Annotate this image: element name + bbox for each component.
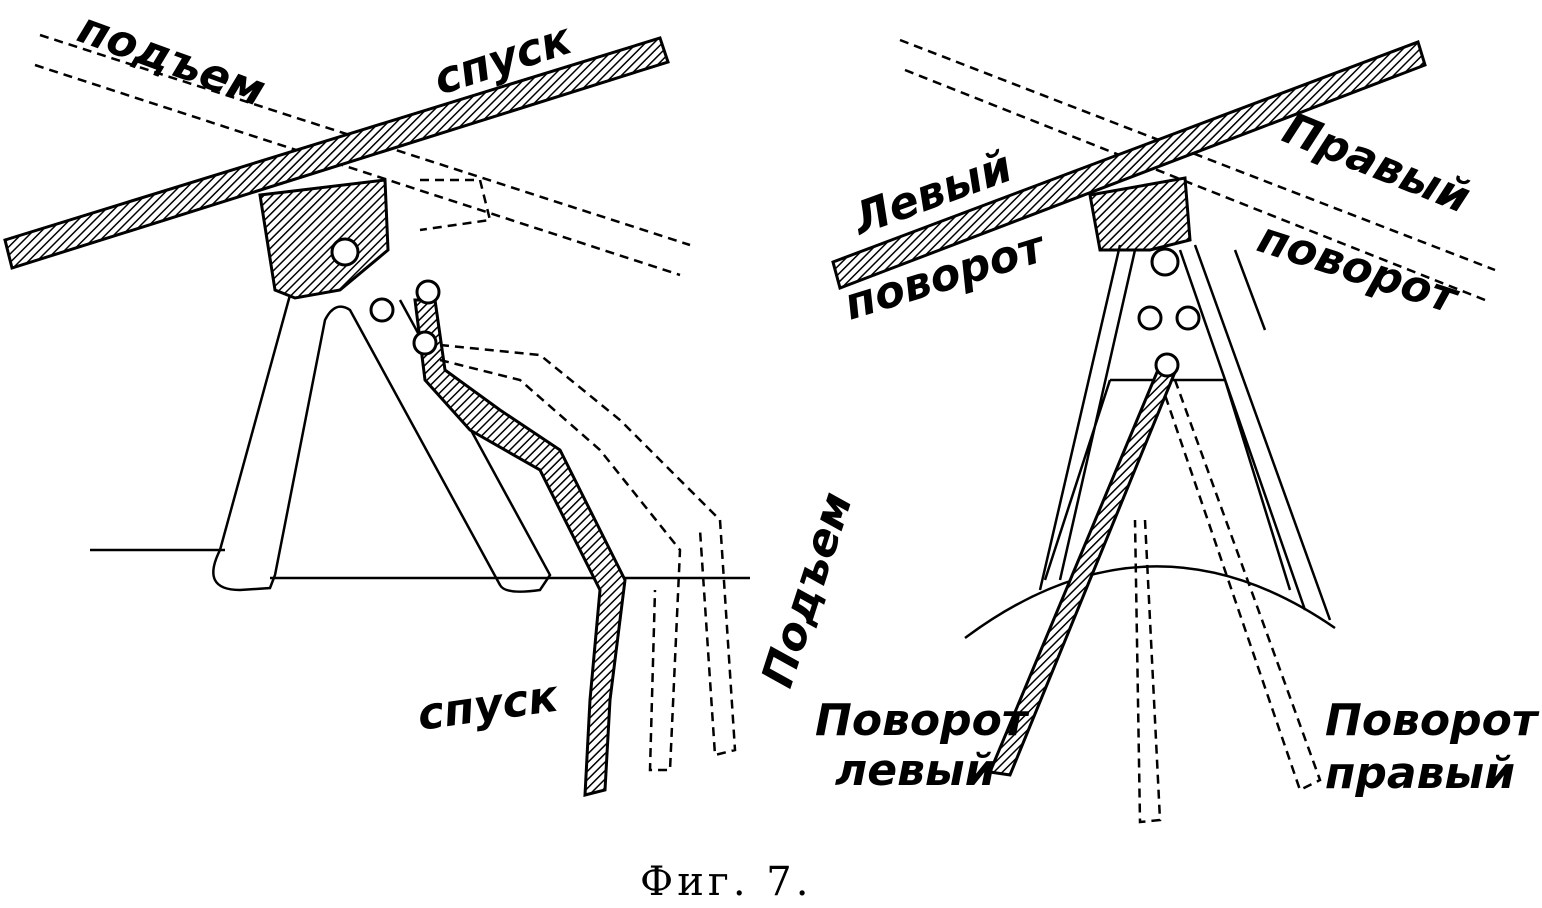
pivot-block-right <box>1088 176 1192 252</box>
lift-lever <box>413 298 627 797</box>
pivot-pin <box>1150 247 1180 277</box>
dashed-lever-positions <box>419 178 737 772</box>
pivot-block <box>258 178 390 300</box>
figure-caption: Фиг. 7. <box>640 859 812 905</box>
label-right-turn-1: Правый <box>1276 103 1477 224</box>
dashed-turn-bar <box>899 38 1496 302</box>
pivot-pin <box>330 237 360 267</box>
label-descent-lever: спуск <box>414 671 562 741</box>
guide-line <box>1233 249 1267 331</box>
pivot-pin <box>1137 305 1163 331</box>
label-lever-right-2: правый <box>1325 748 1515 799</box>
pivot-pin <box>369 297 395 323</box>
label-lift-top: подъем <box>71 2 272 117</box>
pivot-pin <box>412 330 438 356</box>
label-lever-right-1: Поворот <box>1325 695 1540 746</box>
label-lift-lever: Подъем <box>752 486 863 693</box>
pivot-pin <box>415 279 441 305</box>
pivot-pin <box>1154 352 1180 378</box>
right-diagram: Левый поворот Правый поворот Поворот лев… <box>815 38 1540 824</box>
pivot-pin <box>1175 305 1201 331</box>
frame-outer <box>212 294 552 593</box>
dashed-turn-lever <box>1133 379 1322 824</box>
left-diagram: подъем спуск Подъем спуск <box>3 2 863 797</box>
base-arc <box>964 565 1336 640</box>
label-lever-left-2: левый <box>835 745 996 796</box>
turn-bar <box>831 40 1427 290</box>
ground-line <box>90 548 750 580</box>
label-lever-left-1: Поворот <box>815 695 1030 746</box>
descent-bar <box>3 36 670 270</box>
label-right-turn-2: поворот <box>1252 212 1466 325</box>
dashed-lift-bar <box>34 33 691 277</box>
